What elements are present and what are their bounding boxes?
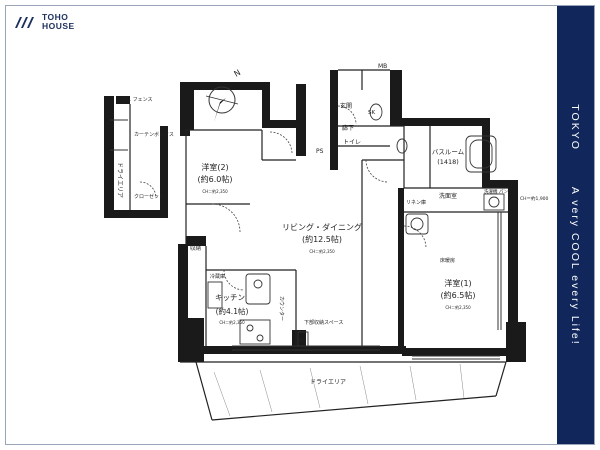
hallway-name: 廊下 (342, 124, 354, 132)
hatch-dry-area (213, 363, 465, 417)
ch-side-label: CH＝約1,900 (520, 195, 549, 202)
linen-label: リネン庫 (406, 199, 426, 206)
closet-label: クローゼット (134, 193, 164, 200)
western2-ch: CH＝約2,350 (202, 188, 228, 194)
sidebar-banner (557, 6, 594, 444)
compass: N (205, 68, 243, 122)
kitchen-name: キッチン (215, 293, 245, 302)
living-ch: CH＝約2,350 (309, 248, 335, 254)
kitchen-ch: CH＝約2,350 (219, 319, 245, 325)
laundry-pan-label: 洗濯機 パン (484, 188, 509, 195)
sk-label: SK (368, 110, 375, 116)
mb-label: MB (378, 63, 387, 70)
fixtures (110, 103, 505, 347)
western2-name: 洋室(2) (201, 162, 228, 172)
bathroom-size: (1418) (437, 158, 459, 166)
western1-name: 洋室(1) (444, 278, 471, 288)
door-swings (139, 105, 427, 291)
floor-heating-label: 床暖房 (440, 257, 455, 264)
minor-labels: ドライエリア ドライエリア クローゼット カーテンボックス 収納 PS PS M… (116, 63, 549, 386)
western2-size: (約6.0帖) (198, 174, 233, 184)
brand-logo: TOHO HOUSE (14, 13, 75, 31)
western1-ch: CH＝約2,350 (445, 304, 471, 310)
washroom-name: 洗面室 (439, 192, 457, 200)
counter-label: カウンター (278, 296, 285, 321)
bathroom-name: バスルーム (432, 148, 465, 156)
entrance-name: 玄関 (340, 102, 352, 110)
room-labels: 洋室(2) (約6.0帖) CH＝約2,350 リビング・ダイニング (約12.… (198, 102, 476, 325)
fence-label: 目隠し フェンス (116, 96, 153, 103)
storage-label: 収納 (190, 244, 202, 252)
brand-name-line1: TOHO (42, 12, 69, 22)
compass-north-label: N (233, 68, 243, 79)
toilet-name: トイレ (343, 139, 361, 146)
brand-name-line2: HOUSE (42, 21, 75, 31)
lower-space-label: 下部収納スペース (304, 319, 343, 326)
walls (104, 70, 526, 362)
ps-label-2: PS (299, 338, 307, 345)
curtain-box-label: カーテンボックス (134, 131, 174, 138)
thin-walls (129, 69, 508, 421)
kitchen-size: (約4.1帖) (216, 306, 249, 316)
fridge-label: 冷蔵庫 (210, 273, 225, 280)
dry-area-bottom-label: ドライエリア (310, 379, 346, 386)
living-name: リビング・ダイニング (282, 222, 362, 232)
living-size: (約12.5帖) (302, 234, 342, 244)
western1-size: (約6.5帖) (441, 290, 476, 300)
ps-label: PS (316, 148, 324, 155)
page-frame (5, 5, 595, 445)
brand-mark-icon (15, 17, 34, 28)
dry-area-left-label: ドライエリア (116, 162, 123, 198)
